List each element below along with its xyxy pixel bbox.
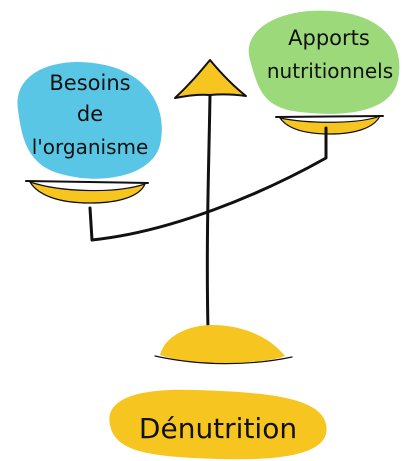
left-pan-rim [25, 180, 149, 184]
balance-base-outline [154, 355, 293, 365]
balance-base [160, 325, 285, 363]
central-pole [205, 93, 212, 332]
left-label-line3: l'organisme [32, 135, 149, 159]
left-pan [28, 180, 147, 204]
right-label-line1: Apports [288, 26, 370, 50]
bottom-label-blob [109, 389, 327, 460]
beam [88, 126, 328, 242]
left-label-line2: de [77, 102, 103, 126]
left-label-line1: Besoins [49, 71, 130, 95]
right-pan-rim [275, 115, 384, 118]
left-label-blob [17, 62, 162, 179]
right-label-blob [248, 10, 400, 114]
bottom-label: Dénutrition [139, 412, 297, 445]
pole-arrowhead [174, 59, 247, 99]
right-label-line2: nutritionnels [267, 59, 393, 83]
right-pan [278, 114, 382, 135]
